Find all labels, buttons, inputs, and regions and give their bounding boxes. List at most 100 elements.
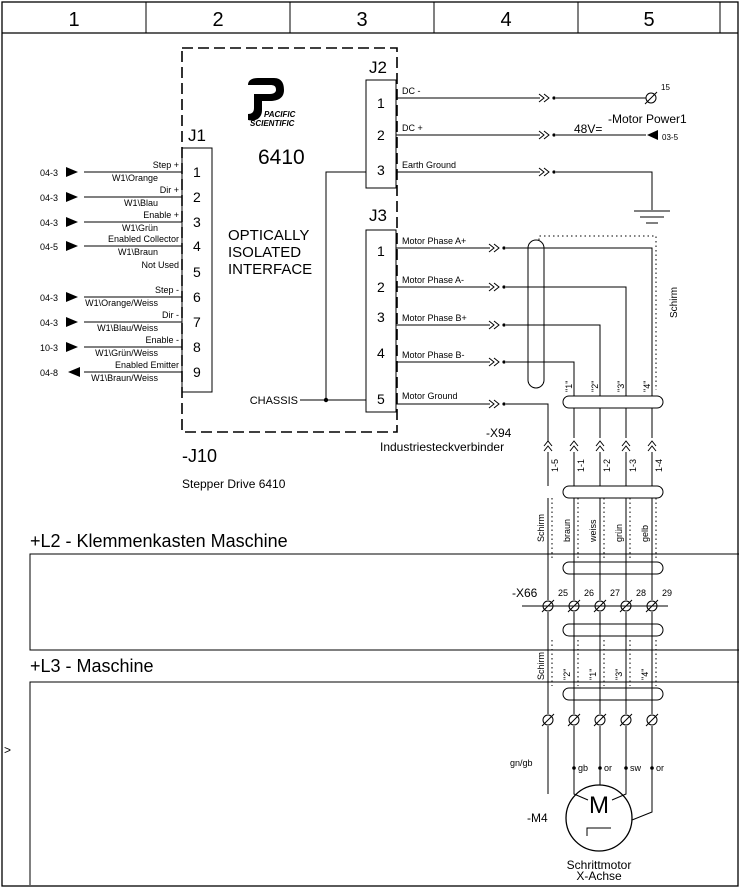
chassis-label: CHASSIS <box>250 395 298 407</box>
grid-column-5: 5 <box>643 9 654 31</box>
j2-signal-1: DC - <box>402 86 421 96</box>
j1-wire-1: W1\Orange <box>112 173 158 183</box>
x94-contact-1-4: 1-4 <box>654 459 664 472</box>
j3-signal-5: Motor Ground <box>402 391 458 401</box>
x94-contact-1-1: 1-1 <box>576 459 586 472</box>
motor-terminal-5 <box>645 713 659 727</box>
motor-wire-label-2: gb <box>578 763 588 773</box>
j1-ref-7: 04-3 <box>40 318 58 328</box>
x94-top-pin-3: "3" <box>616 381 626 392</box>
j1-ref-4: 04-5 <box>40 242 58 252</box>
j1-input-arrow-6 <box>66 292 78 302</box>
motor-terminal-2 <box>567 713 581 727</box>
j2-connector: J2 123 DC -DC +Earth Ground 15 -Motor Po… <box>365 58 687 224</box>
j3-signal-4: Motor Phase B- <box>402 350 465 360</box>
motor-name-2: X-Achse <box>576 869 622 883</box>
x94-top-pin-1: "1" <box>564 381 574 392</box>
j1-pin-5: 5 <box>193 264 201 280</box>
j1-input-arrow-4 <box>66 241 78 251</box>
j1-pin-7: 7 <box>193 314 201 330</box>
motor-junction-3 <box>624 766 628 770</box>
j3-pin-1: 1 <box>377 243 385 259</box>
drive-description: Stepper Drive 6410 <box>182 477 286 491</box>
motor-wire-label-1: gn/gb <box>510 758 533 768</box>
interface-line-2: ISOLATED <box>228 244 301 261</box>
logo-line-2: SCIENTIFIC <box>250 119 295 128</box>
j3-pin-5: 5 <box>377 391 385 407</box>
x94-plug-1-3 <box>621 440 631 452</box>
motor-wire-label-5: or <box>656 763 664 773</box>
earth-ground-symbol <box>634 210 670 224</box>
j1-ref-6: 04-3 <box>40 293 58 303</box>
motor-terminal-1 <box>541 713 555 727</box>
j1-pin-4: 4 <box>193 238 201 254</box>
x66-terminal-label-29: 29 <box>662 588 672 598</box>
j1-wire-8: W1\Grün/Weiss <box>95 348 158 358</box>
l3-cable-label-1: Schirm <box>536 652 546 680</box>
j1-ref-3: 04-3 <box>40 218 58 228</box>
motor-junction-2 <box>598 766 602 770</box>
j1-wire-9: W1\Braun/Weiss <box>91 373 158 383</box>
j1-wire-6: W1\Orange/Weiss <box>85 298 158 308</box>
section-l3-title: +L3 - Maschine <box>30 656 154 676</box>
motor-wire-5 <box>631 726 653 821</box>
x94-top-pin-4: "4" <box>642 381 652 392</box>
section-l2: +L2 - Klemmenkasten Maschine <box>29 531 739 651</box>
interface-line-1: OPTICALLY <box>228 227 309 244</box>
x66-terminal-label-26: 26 <box>584 588 594 598</box>
j1-wire-2: W1\Blau <box>124 198 158 208</box>
x66-terminal-label-27: 27 <box>610 588 620 598</box>
motor-wire-label-4: sw <box>630 763 642 773</box>
j1-signal-name-4: Enabled Collector <box>108 234 179 244</box>
motor-junction-1 <box>572 766 576 770</box>
terminal-15 <box>644 91 658 105</box>
motor-power-label: -Motor Power1 <box>608 112 687 126</box>
cable-wire-label-4: grün <box>614 524 624 542</box>
j2-pin-3: 3 <box>377 162 385 178</box>
motor-symbol: M <box>589 792 609 819</box>
grid-column-3: 3 <box>356 9 367 31</box>
grid-column-1: 1 <box>68 9 79 31</box>
x66-tag: -X66 <box>512 586 538 600</box>
j1-pin-2: 2 <box>193 189 201 205</box>
j1-signal-name-8: Enable - <box>145 335 179 345</box>
j1-signal-name-5: Not Used <box>141 260 179 270</box>
motor-junction-4 <box>650 766 654 770</box>
j1-input-arrow-2 <box>66 192 78 202</box>
j1-ref-8: 10-3 <box>40 343 58 353</box>
x94-plug-1-5 <box>543 440 553 452</box>
drive-model: 6410 <box>258 146 305 169</box>
x94-plug-1-2 <box>595 440 605 452</box>
cable-wire-label-1: Schirm <box>536 514 546 542</box>
j1-input-arrow-8 <box>66 342 78 352</box>
cable-shield-label: Schirm <box>669 287 680 318</box>
j3-title: J3 <box>369 206 387 225</box>
logo-line-1: PACIFIC <box>264 110 296 119</box>
j1-signal-name-6: Step - <box>155 285 179 295</box>
j1-pin-3: 3 <box>193 214 201 230</box>
j2-signal-3: Earth Ground <box>402 160 456 170</box>
j1-pin-8: 8 <box>193 339 201 355</box>
x94-plug-1-1 <box>569 440 579 452</box>
j1-wire-3: W1\Grün <box>122 223 158 233</box>
x66-terminal-label-25: 25 <box>558 588 568 598</box>
cable-wire-label-3: weiss <box>588 519 598 543</box>
j1-pin-1: 1 <box>193 164 201 180</box>
j1-signal-name-2: Dir + <box>160 185 179 195</box>
j1-signal-name-1: Step + <box>153 160 179 170</box>
grid-column-4: 4 <box>500 9 511 31</box>
pacific-scientific-logo: PACIFIC SCIENTIFIC <box>248 78 296 128</box>
j1-ref-2: 04-3 <box>40 193 58 203</box>
voltage-label: 48V= <box>574 122 602 136</box>
stepper-drive: PACIFIC SCIENTIFIC 6410 OPTICALLY ISOLAT… <box>181 47 398 491</box>
j2-signal-2: DC + <box>402 123 423 133</box>
l3-cable-label-3: "1" <box>588 669 598 680</box>
x94-contact-1-5: 1-5 <box>550 459 560 472</box>
j1-input-arrow-7 <box>66 317 78 327</box>
j3-pin-3: 3 <box>377 309 385 325</box>
j1-signal-name-3: Enable + <box>143 210 179 220</box>
grid-column-2: 2 <box>212 9 223 31</box>
